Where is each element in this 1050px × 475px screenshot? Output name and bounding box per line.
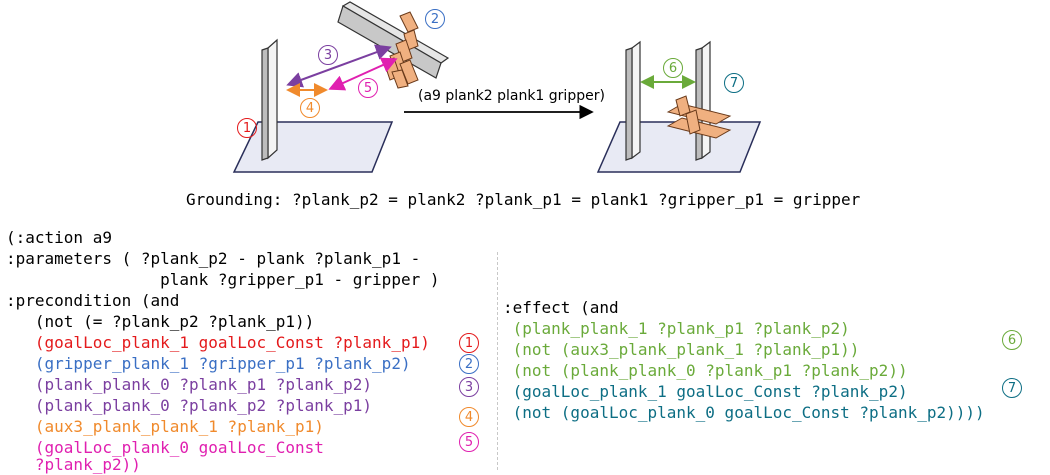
scene-marker-2: 2 [425,9,445,29]
left-floor [232,121,394,173]
right-plank-1 [625,40,641,161]
code-line: (plank_plank_1 ?plank_p1 ?plank_p2) [503,319,850,338]
column-divider [497,252,498,470]
code-line: ?plank_p2)) [6,455,141,474]
scene-marker-1: 1 [237,118,257,138]
arrow-5 [328,57,398,91]
code-line: (:action a9 [6,228,112,247]
right-gripper [666,95,732,139]
code-marker-4: 4 [459,407,479,427]
right-plank-2 [695,40,711,161]
scene-marker-6: 6 [663,58,683,78]
code-line: (goalLoc_plank_1 goalLoc_Const ?plank_p2… [503,382,908,401]
code-line: :effect (and [503,298,619,317]
code-marker-7: 7 [1002,378,1022,398]
code-line: (not (plank_plank_0 ?plank_p1 ?plank_p2)… [503,361,908,380]
scene-marker-3: 3 [318,45,338,65]
scene-marker-7: 7 [724,73,744,93]
action-label: (a9 plank2 plank1 gripper) [418,88,605,104]
grounding-line: Grounding: ?plank_p2 = plank2 ?plank_p1 … [186,190,861,209]
code-line: (goalLoc_plank_1 goalLoc_Const ?plank_p1… [6,333,430,352]
code-line: (not (goalLoc_plank_0 goalLoc_Const ?pla… [503,403,985,422]
code-line: (plank_plank_0 ?plank_p2 ?plank_p1) [6,396,373,415]
code-line: (goalLoc_plank_0 goalLoc_Const [6,438,324,457]
scene-marker-4: 4 [300,98,320,118]
code-marker-5: 5 [459,432,479,452]
code-line: (not (aux3_plank_plank_1 ?plank_p1)) [503,340,860,359]
code-marker-1: 1 [459,333,479,353]
code-line: plank ?gripper_p1 - gripper ) [6,270,440,289]
scene-illustration: (a9 plank2 plank1 gripper) [232,1,762,173]
scene-marker-5: 5 [358,78,378,98]
code-line: (aux3_plank_plank_1 ?plank_p1) [6,417,324,436]
code-marker-6: 6 [1002,330,1022,350]
left-standing-plank [261,38,278,161]
code-line: :precondition (and [6,291,180,310]
code-marker-3: 3 [459,377,479,397]
code-line: (gripper_plank_1 ?gripper_p1 ?plank_p2) [6,354,411,373]
code-line: (not (= ?plank_p2 ?plank_p1)) [6,312,315,331]
right-floor [596,121,762,173]
code-line: (plank_plank_0 ?plank_p1 ?plank_p2) [6,375,373,394]
code-line: :parameters ( ?plank_p2 - plank ?plank_p… [6,249,421,268]
code-marker-2: 2 [459,354,479,374]
